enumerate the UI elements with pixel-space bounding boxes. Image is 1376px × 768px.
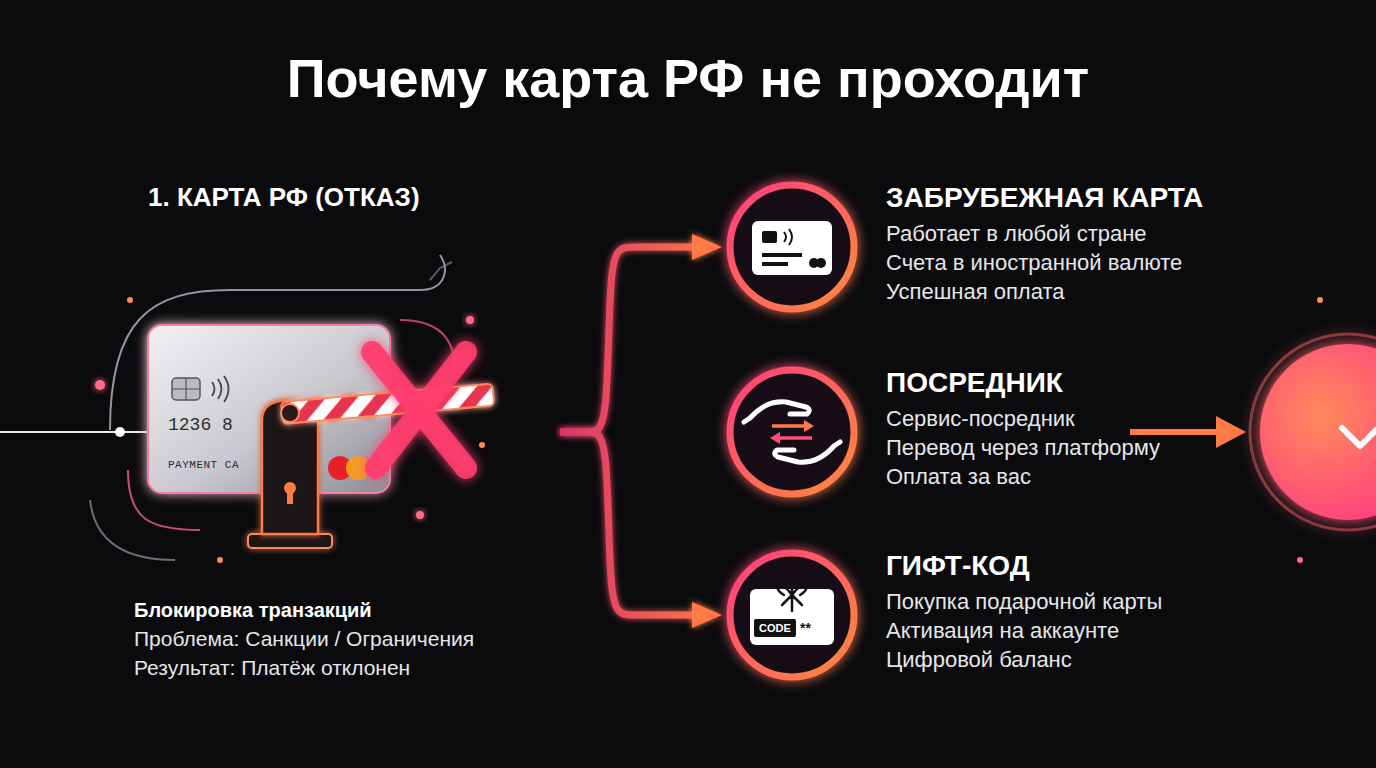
sparkle-dots-part [217, 557, 223, 563]
gift-icon [750, 586, 834, 645]
node-body-line: Проблема: Санкции / Ограничения [120, 624, 560, 653]
node-heading: ЗАБРУБЕЖНАЯ КАРТА [886, 181, 1203, 215]
branch-arrow [560, 432, 702, 615]
gift-code-print: CODE [754, 620, 796, 636]
connectors [560, 247, 702, 615]
node-body-line: Работает в любой стране [886, 219, 1203, 248]
branch-arrow [560, 247, 702, 432]
sparkle-dots [95, 297, 1323, 563]
payment-card-part [172, 378, 200, 400]
success-circle-part [1250, 334, 1376, 530]
option-icon [722, 545, 862, 685]
swirl-lines-part [430, 262, 452, 280]
sparkle-dots-part [416, 511, 424, 519]
hands-icon-part [770, 432, 780, 444]
card-icon [752, 221, 832, 275]
success-circle-part [1342, 428, 1376, 446]
option-icon [722, 177, 862, 317]
success-arrow-part [1130, 429, 1222, 435]
node-heading: ПОСРЕДНИК [886, 366, 1160, 400]
reject-cross-part [376, 352, 466, 468]
sparkle-dots-part [127, 297, 133, 303]
card-print: PAYMENT CA [168, 458, 239, 472]
success-circle [1250, 334, 1376, 530]
node-body-line: Перевод через платформу [886, 433, 1160, 462]
payment-card-part [212, 376, 229, 402]
node-heading: ГИФТ-КОД [886, 549, 1162, 583]
input-line [0, 427, 150, 437]
success-arrow-part [1216, 416, 1246, 448]
node-heading: 1. КАРТА РФ (ОТКАЗ) [120, 180, 560, 214]
card-icon-part [784, 229, 792, 245]
node-body-line: Результат: Платёж отклонен [120, 653, 560, 682]
swirl-lines-part [90, 500, 175, 560]
sparkle-dots-part [1317, 297, 1323, 303]
hands-icon-part [744, 402, 809, 422]
card-icon-part [762, 253, 802, 257]
icon-ring [730, 185, 854, 309]
card-icon-part [816, 258, 826, 268]
input-line-part [0, 431, 150, 433]
node-body-line: Цифровой баланс [886, 645, 1162, 674]
payment-card-part [172, 378, 200, 400]
option-box: ЗАБРУБЕЖНАЯ КАРТА Работает в любой стране… [722, 177, 1211, 317]
barrier-gate-part [248, 534, 332, 548]
sparkle-dots-part [479, 442, 485, 448]
barrier-gate-part-part [281, 384, 494, 424]
sparkle-dots-part [1297, 557, 1303, 563]
node-body-line: Оплата за вас [886, 462, 1160, 491]
success-circle-part [1260, 344, 1376, 520]
node-body-line: Успешная оплата [886, 277, 1203, 306]
icon-ring [730, 553, 854, 677]
hands-icon-part [772, 424, 806, 428]
option-box: ГИФТ-КОД Покупка подарочной картыАктиваци… [722, 545, 1170, 685]
node-body-line: Сервис-посредник [886, 404, 1160, 433]
gift-icon-part [754, 619, 796, 637]
sparkle-dots-part [466, 316, 474, 324]
icon-ring [730, 370, 854, 494]
sparkle-dots-part [95, 380, 105, 390]
card-icon-part [762, 262, 788, 266]
barrier-gate-part [287, 490, 293, 504]
card-icon-part [752, 221, 832, 275]
reject-cross-part [372, 352, 466, 468]
card-icon-part [762, 231, 777, 243]
node-body-line: Счета в иностранной валюте [886, 248, 1203, 277]
input-line-part [115, 427, 125, 437]
option-box: ПОСРЕДНИК Сервис-посредникПеревод через п… [722, 362, 1168, 502]
gift-code-print: ** [800, 619, 811, 637]
node-body-line: Блокировка транзакций [120, 596, 560, 624]
hands-icon-part [775, 442, 840, 462]
page-title: Почему карта РФ не проходит [0, 46, 1376, 110]
illustration-space [120, 214, 560, 596]
barrier-gate-part [281, 404, 299, 422]
node-body-line: Покупка подарочной карты [886, 587, 1162, 616]
hands-icon-part [804, 420, 814, 432]
reject-cross [372, 352, 466, 468]
node-body-line: Активация на аккаунте [886, 616, 1162, 645]
option-icon [722, 362, 862, 502]
card-print: 1236 8 [168, 414, 233, 436]
hands-icon [744, 402, 840, 462]
gift-icon-part [778, 586, 807, 611]
barrier-gate-part [281, 384, 494, 424]
hands-icon-part [778, 436, 812, 440]
